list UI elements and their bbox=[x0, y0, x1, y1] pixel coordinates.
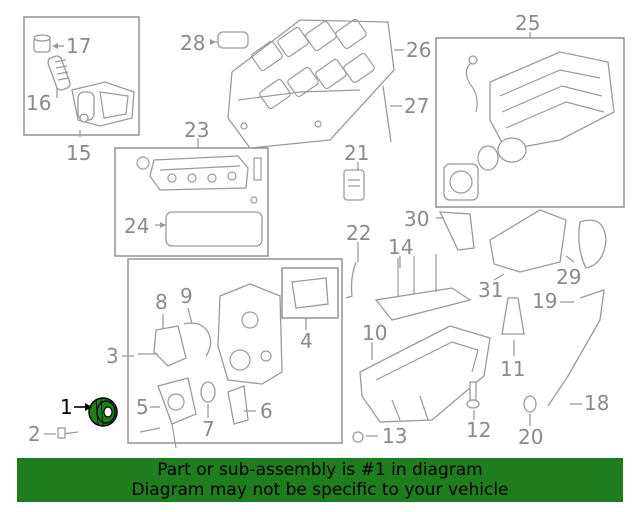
callout-31: 31 bbox=[478, 278, 503, 302]
part-16-oil-filter-element bbox=[47, 55, 71, 91]
callout-29: 29 bbox=[556, 265, 581, 289]
part-timing-cover bbox=[217, 283, 283, 385]
callout-25: 25 bbox=[515, 11, 540, 35]
part-31-cover bbox=[489, 209, 567, 273]
callout-12: 12 bbox=[466, 418, 491, 442]
part-9-hose bbox=[183, 322, 212, 357]
part-26-upper-intake-manifold bbox=[227, 18, 395, 149]
part-29-gasket bbox=[578, 219, 607, 269]
group-box-23 bbox=[114, 147, 269, 257]
callout-21: 21 bbox=[344, 141, 369, 165]
part-1-pulley-highlighted bbox=[88, 397, 118, 427]
callout-13: 13 bbox=[382, 424, 407, 448]
callout-19: 19 bbox=[532, 289, 557, 313]
callout-18: 18 bbox=[584, 391, 609, 415]
callout-23: 23 bbox=[184, 118, 209, 142]
banner-line-2: Diagram may not be specific to your vehi… bbox=[131, 480, 509, 500]
callout-9: 9 bbox=[180, 284, 193, 308]
part-6-gasket bbox=[227, 385, 249, 425]
callout-17: 17 bbox=[66, 34, 91, 58]
callout-1-highlighted: 1 bbox=[60, 395, 73, 419]
part-13-bolt bbox=[352, 431, 364, 443]
part-7-seal bbox=[200, 381, 216, 403]
callout-16: 16 bbox=[26, 91, 51, 115]
callout-24: 24 bbox=[124, 214, 149, 238]
part-8-housing bbox=[153, 325, 187, 367]
leader-lines bbox=[44, 32, 582, 437]
part-10-oil-pan bbox=[359, 325, 491, 423]
callout-3: 3 bbox=[106, 344, 119, 368]
callout-2: 2 bbox=[28, 422, 41, 446]
part-22-oil-pickup bbox=[345, 261, 357, 299]
part-28-gasket bbox=[217, 31, 249, 49]
part-4-gasket bbox=[291, 277, 329, 309]
callout-6: 6 bbox=[260, 399, 273, 423]
part-30-bracket bbox=[438, 211, 475, 251]
part-27-rod bbox=[382, 85, 392, 143]
callout-7: 7 bbox=[202, 417, 215, 441]
part-18-dipstick-tube bbox=[547, 289, 605, 407]
part-25-intake-assembly bbox=[443, 51, 615, 201]
callout-20: 20 bbox=[518, 425, 543, 449]
part-17-oil-filter-cap bbox=[33, 34, 51, 53]
callout-10: 10 bbox=[362, 321, 387, 345]
callout-27: 27 bbox=[404, 94, 429, 118]
group-box-3 bbox=[127, 258, 343, 444]
callout-26: 26 bbox=[406, 38, 431, 62]
part-23-valve-cover bbox=[136, 155, 262, 204]
callout-28: 28 bbox=[180, 31, 205, 55]
callout-22: 22 bbox=[346, 221, 371, 245]
callout-15: 15 bbox=[66, 141, 91, 165]
part-15-oil-filter-housing bbox=[71, 81, 135, 127]
group-box-4 bbox=[281, 267, 339, 319]
callout-8: 8 bbox=[155, 290, 168, 314]
part-3-bolt bbox=[138, 353, 161, 433]
part-21-component bbox=[343, 169, 365, 201]
part-2-bolt bbox=[57, 427, 79, 439]
callout-5: 5 bbox=[136, 395, 149, 419]
part-24-valve-cover-gasket bbox=[165, 211, 263, 247]
callout-4: 4 bbox=[300, 329, 313, 353]
callout-30: 30 bbox=[404, 207, 429, 231]
callout-14: 14 bbox=[388, 235, 413, 259]
part-5-water-pump bbox=[157, 377, 197, 449]
part-14-windage-tray bbox=[374, 254, 472, 321]
fitment-notice-banner: Part or sub-assembly is #1 in diagram Di… bbox=[17, 458, 623, 502]
part-20-o-ring bbox=[523, 395, 537, 413]
part-12-drain-plug bbox=[466, 381, 480, 409]
part-11-sealant bbox=[501, 297, 525, 335]
group-box-15 bbox=[23, 16, 140, 136]
callout-11: 11 bbox=[500, 357, 525, 381]
banner-line-1: Part or sub-assembly is #1 in diagram bbox=[157, 460, 483, 480]
